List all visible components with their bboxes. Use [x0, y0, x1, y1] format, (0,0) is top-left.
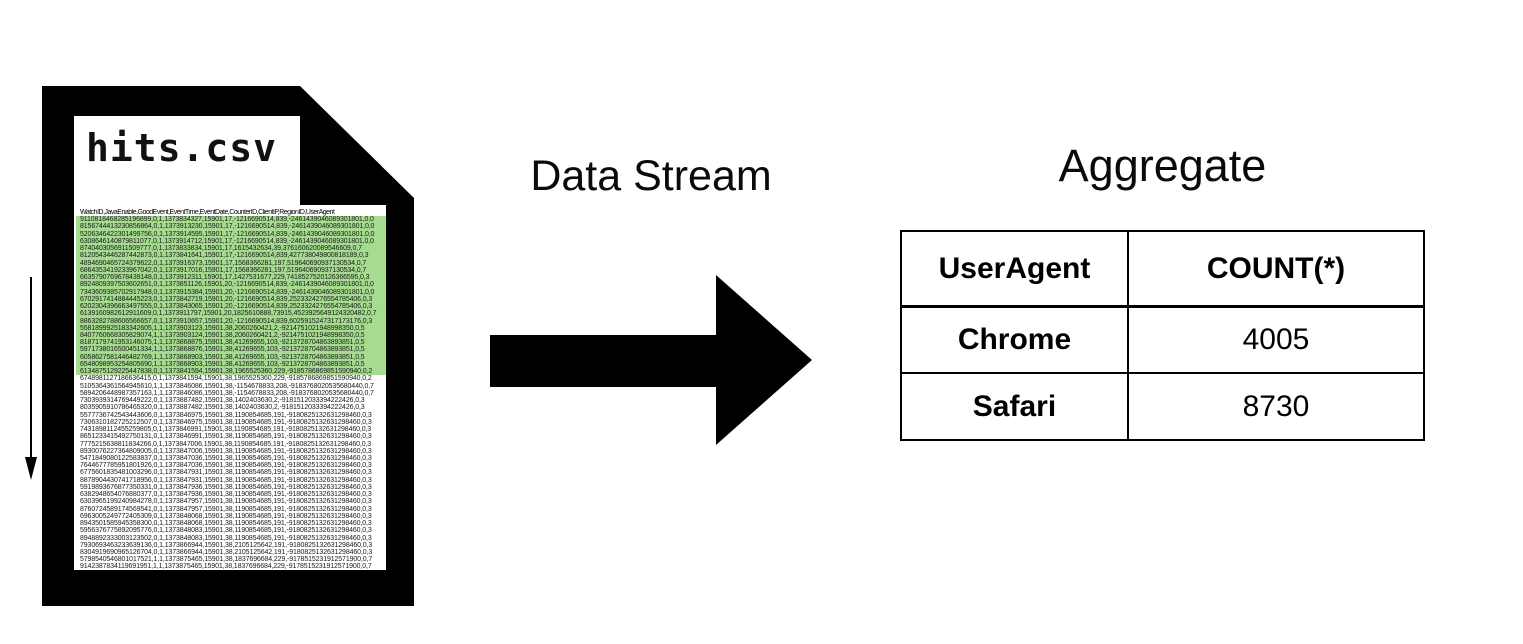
csv-row: 8304919690965126704,0,1,1373866944,15901…	[80, 549, 373, 557]
table-cell-useragent: Chrome	[902, 308, 1129, 374]
csv-row: 8878904430741718956,0,1,1373847931,15901…	[80, 476, 372, 484]
csv-filename: hits.csv	[86, 126, 278, 170]
csv-row: 6303965199240984278,0,1,1373847957,15901…	[80, 498, 372, 506]
csv-row: 6308646140879811077,0,1,1373914712,15901…	[76, 237, 386, 246]
csv-row: 6702917414884445223,0,1,1373842719,15901…	[76, 295, 386, 304]
csv-rows: 9110818468285196899,0,1,1373834327,15901…	[76, 216, 386, 570]
table-cell-count: 8730	[1242, 389, 1310, 423]
csv-row: 8740403056911509777,0,1,1373833834,15901…	[76, 245, 386, 253]
csv-row: 5206346422301499756,0,1,1373914595,15901…	[76, 230, 386, 238]
csv-row: 8943501585945358300,0,1,1373848068,15901…	[80, 520, 372, 528]
csv-row: 8187179741953146075,1,1,1373868875,15901…	[76, 339, 386, 347]
csv-row: 8930076227364809005,0,1,1373847006,15901…	[80, 447, 372, 455]
csv-row: 9142387834119691951,1,1,1373875465,15901…	[80, 563, 372, 571]
csv-header-row: WatchID,JavaEnable,GoodEvent,EventTime,E…	[80, 209, 335, 216]
csv-row: 6963005249772405309,0,1,1373848068,15901…	[80, 512, 372, 520]
data-stream-label: Data Stream	[530, 152, 772, 200]
csv-row: 7775215638811834266,0,1,1373847006,15901…	[80, 440, 372, 448]
csv-row: 6134875129225447838,0,1,1373841594,15901…	[76, 368, 386, 376]
csv-row: 4894690465724379622,0,1,1373916373,15901…	[76, 259, 386, 267]
csv-row: 9110818468285196899,0,1,1373834327,15901…	[76, 216, 386, 224]
aggregate-title: Aggregate	[1058, 140, 1267, 191]
csv-row: 5577736742543443606,0,1,1373846975,15901…	[80, 411, 372, 419]
csv-row: 8035905910786465320,0,1,1373887482,15901…	[80, 404, 365, 412]
aggregate-table: UserAgent COUNT(*) Chrome 4005 Safari 87…	[900, 230, 1425, 441]
csv-row: 5581899925183342605,1,1,1373903123,15901…	[76, 324, 386, 332]
right-arrow-icon	[490, 275, 812, 445]
csv-row: 5956376775892095776,0,1,1373848083,15901…	[80, 527, 372, 535]
csv-row: 6635790769678439148,0,1,1373912311,15901…	[76, 274, 386, 282]
csv-row: 7306310182725212507,0,1,1373846975,15901…	[80, 418, 372, 426]
column-header-useragent: UserAgent	[902, 232, 1129, 308]
csv-row: 6058627581446482769,1,1,1373868903,15901…	[76, 353, 386, 361]
csv-row: 8863282788606566657,0,1,1373910657,15901…	[76, 317, 386, 325]
csv-row: 6775601835481003296,0,1,1373847931,15901…	[80, 469, 372, 477]
csv-row: 5971738016500451334,1,1,1373868876,15901…	[76, 346, 386, 354]
table-cell-useragent: Safari	[902, 374, 1129, 439]
csv-row: 6139160982612911609,0,1,1373911797,15901…	[76, 310, 386, 318]
csv-row: 8948892333003123502,0,1,1373848083,15901…	[80, 534, 372, 542]
csv-row: 7343609385702917948,0,1,1373915384,15901…	[76, 288, 386, 296]
csv-row: 5798540546801017521,1,1,1373875465,15901…	[80, 556, 373, 564]
csv-row: 8407760668305829074,1,1,1373903124,15901…	[76, 331, 386, 340]
table-cell-count: 4005	[1129, 308, 1423, 374]
csv-row: 7644677785951801926,0,1,1373847036,15901…	[80, 462, 372, 470]
csv-row: 6202304396663497555,0,1,1373843065,15901…	[76, 303, 386, 311]
csv-row: 6548098953254805690,1,1,1373868903,15901…	[76, 360, 386, 369]
down-arrow-icon	[25, 277, 37, 480]
csv-row: 8156744413230856864,0,1,1373913230,15901…	[76, 223, 386, 231]
csv-row: 6382948654076880377,0,1,1373847936,15901…	[80, 491, 372, 499]
column-header-count: COUNT(*)	[1129, 232, 1423, 308]
csv-row: 5919893676877350331,0,1,1373847936,15901…	[80, 483, 372, 491]
csv-file-icon: hits.csv WatchID,JavaEnable,GoodEvent,Ev…	[42, 86, 414, 606]
csv-row: 5894206448987357163,1,1,1373846086,15901…	[80, 389, 374, 397]
csv-row: 8760724589174569541,0,1,1373847957,15901…	[80, 505, 372, 513]
csv-row: 8924809397503602651,0,1,1373851126,15901…	[76, 281, 386, 289]
csv-row: 5471849080122583837,0,1,1373847036,15901…	[80, 454, 372, 462]
csv-preview: WatchID,JavaEnable,GoodEvent,EventTime,E…	[76, 209, 386, 573]
csv-row: 7930693463233639136,0,1,1373866944,15901…	[80, 541, 373, 549]
csv-row: 8120543446287442873,0,1,1373841641,15901…	[76, 252, 386, 260]
csv-row: 7303939314769449222,0,1,1373887482,15901…	[80, 397, 365, 405]
csv-row: 6864353419233967042,0,1,1373917016,15901…	[76, 266, 386, 275]
csv-row: 7431898112455259805,0,1,1373846991,15901…	[80, 426, 372, 434]
csv-row: 6748981127186636415,0,1,1373841594,15901…	[80, 375, 372, 383]
csv-row: 5105364361564945610,1,1,1373846086,15901…	[80, 382, 374, 390]
csv-row: 8651233415492750131,0,1,1373846991,15901…	[80, 433, 372, 441]
